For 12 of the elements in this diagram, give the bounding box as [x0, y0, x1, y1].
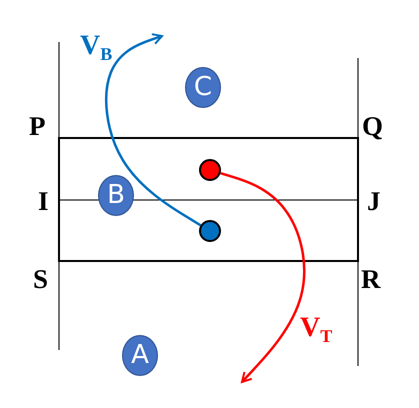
labelled-circle: B: [98, 174, 134, 216]
labelled-circle: A: [122, 334, 158, 376]
arrow: [220, 172, 306, 383]
dot: [199, 159, 221, 181]
corner-label: S: [33, 266, 48, 293]
corner-label: R: [361, 266, 380, 293]
corner-label: P: [29, 113, 46, 140]
corner-label: I: [38, 188, 49, 215]
corner-label: J: [367, 188, 380, 215]
labelled-circle: C: [185, 66, 221, 108]
dot: [199, 220, 221, 242]
corner-label: Q: [362, 113, 384, 140]
